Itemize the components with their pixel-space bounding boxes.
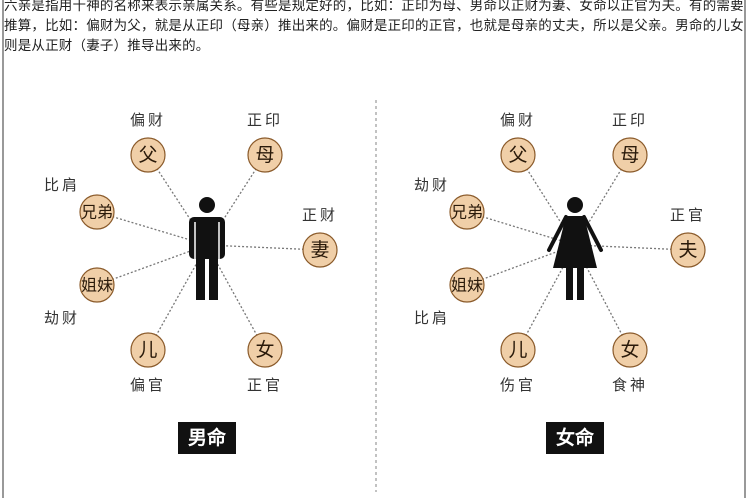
kin-node: 父偏财 (500, 111, 536, 173)
kin-label: 儿 (138, 339, 157, 361)
ten-god-label: 正官 (670, 206, 706, 224)
kin-node: 儿伤官 (500, 332, 536, 394)
kin-label: 母 (620, 144, 639, 166)
kin-label: 妻 (310, 239, 329, 261)
kin-label: 母 (255, 144, 274, 166)
kin-node: 女食神 (612, 332, 648, 394)
woman-icon (547, 197, 603, 300)
ten-god-label: 比肩 (414, 309, 450, 327)
ten-god-label: 偏财 (500, 111, 536, 129)
kin-label: 姐妹 (81, 276, 113, 295)
ten-god-label: 劫财 (414, 176, 450, 194)
kin-circle (500, 332, 536, 368)
connector-line (96, 244, 208, 286)
kin-circle (79, 194, 115, 230)
kin-label: 兄弟 (81, 203, 113, 222)
connector-line (466, 244, 576, 286)
kin-label: 父 (138, 144, 157, 166)
badge-label: 男命 (188, 426, 227, 449)
connector-line (96, 211, 208, 246)
kin-label: 姐妹 (451, 276, 483, 295)
kin-circle (612, 137, 648, 173)
badge-label: 女命 (556, 426, 595, 449)
ten-god-label: 比肩 (44, 176, 80, 194)
chart-type-badge: 男命 (178, 422, 236, 454)
kin-circle (449, 267, 485, 303)
kin-circle (247, 332, 283, 368)
connector-line (206, 244, 321, 251)
kin-circle (670, 232, 706, 268)
connector-line (466, 211, 576, 246)
kin-label: 女 (620, 339, 639, 361)
ten-god-label: 正财 (302, 206, 338, 224)
ten-god-label: 正官 (247, 376, 283, 394)
connector-line (574, 244, 689, 251)
chart-type-badge: 女命 (546, 422, 604, 454)
kin-node: 夫正官 (670, 206, 706, 268)
ten-god-label: 正印 (247, 111, 283, 129)
kin-label: 兄弟 (451, 203, 483, 222)
kin-circle (130, 332, 166, 368)
ten-god-label: 正印 (612, 111, 648, 129)
ten-god-label: 食神 (612, 376, 648, 394)
kin-circle (500, 137, 536, 173)
man-icon (189, 197, 225, 300)
kin-circle (449, 194, 485, 230)
kin-node: 女正官 (247, 332, 283, 394)
kin-label: 夫 (678, 239, 697, 261)
kin-circle (247, 137, 283, 173)
ten-god-label: 伤官 (500, 376, 536, 394)
kin-label: 父 (508, 144, 527, 166)
ten-god-label: 劫财 (44, 309, 80, 327)
kin-circle (79, 267, 115, 303)
ten-god-label: 偏官 (130, 376, 166, 394)
intro-text: 六亲是指用十神的名称来表示亲属关系。有些是规定好的，比如：正印为母、男命以正财为… (4, 0, 744, 54)
kin-node: 母正印 (247, 111, 283, 173)
kin-label: 儿 (508, 339, 527, 361)
kin-node: 儿偏官 (130, 332, 166, 394)
kin-node: 母正印 (612, 111, 648, 173)
kin-circle (130, 137, 166, 173)
kin-node: 妻正财 (302, 206, 338, 268)
ten-god-label: 偏财 (130, 111, 166, 129)
kin-label: 女 (255, 339, 274, 361)
kin-circle (612, 332, 648, 368)
kin-circle (302, 232, 338, 268)
kin-node: 父偏财 (130, 111, 166, 173)
